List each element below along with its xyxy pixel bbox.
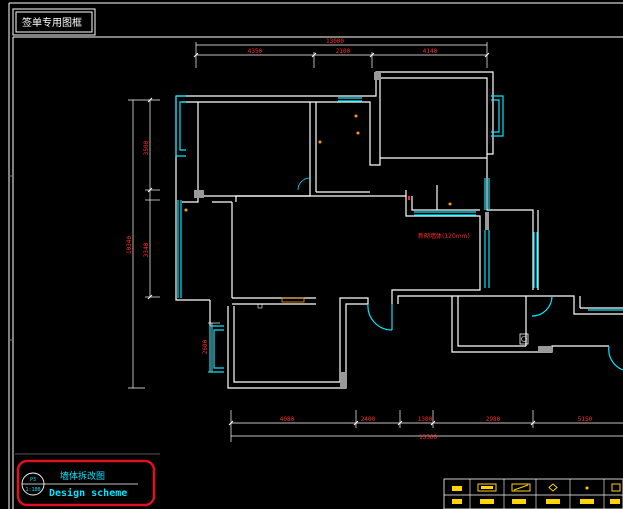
- structural-columns: [194, 72, 552, 388]
- dim-left-1: 3500: [143, 140, 150, 155]
- dim-bottom-5: 5150: [578, 416, 593, 423]
- windows: [175, 95, 623, 373]
- stamp-circle-top: P3: [30, 477, 36, 483]
- dim-top-total: 13000: [326, 38, 344, 45]
- dim-bottom-total: 15560: [419, 434, 437, 441]
- dim-top-3: 4140: [423, 48, 438, 55]
- dim-bottom-1: 4080: [280, 416, 295, 423]
- title-block-text: 签单专用图框: [22, 16, 82, 29]
- stamp-circle-bottom: 1:100: [25, 487, 40, 493]
- legend-strip: [443, 478, 623, 509]
- stamp-title-en: Design scheme: [49, 487, 127, 499]
- dim-top-1: 4350: [248, 48, 263, 55]
- dimension-texts: 13000 4350 2100 4140 3500 3340 10340 260…: [126, 38, 593, 441]
- dimension-ticks: [147, 52, 536, 426]
- dim-left-total: 10340: [126, 236, 133, 254]
- title-block-label: 签单专用图框: [12, 8, 96, 36]
- drawing-frame: [8, 2, 623, 509]
- dim-left-small: 2600: [202, 339, 209, 354]
- floor-plan-walls[interactable]: [175, 71, 623, 389]
- dim-left-2: 3340: [143, 242, 150, 257]
- drawing-title-stamp[interactable]: P3 1:100 墙体拆改图 Design scheme: [16, 459, 156, 507]
- dim-top-2: 2100: [336, 48, 351, 55]
- new-wall-annotation: 新砌墙体(120mm): [418, 232, 470, 240]
- stamp-title-cn: 墙体拆改图: [60, 470, 105, 482]
- dim-bottom-4: 2980: [486, 416, 501, 423]
- dim-bottom-2: 2400: [361, 416, 376, 423]
- dim-bottom-3: 1300: [418, 416, 433, 423]
- fixtures: [184, 114, 529, 345]
- highlight-ellipse: [16, 459, 156, 507]
